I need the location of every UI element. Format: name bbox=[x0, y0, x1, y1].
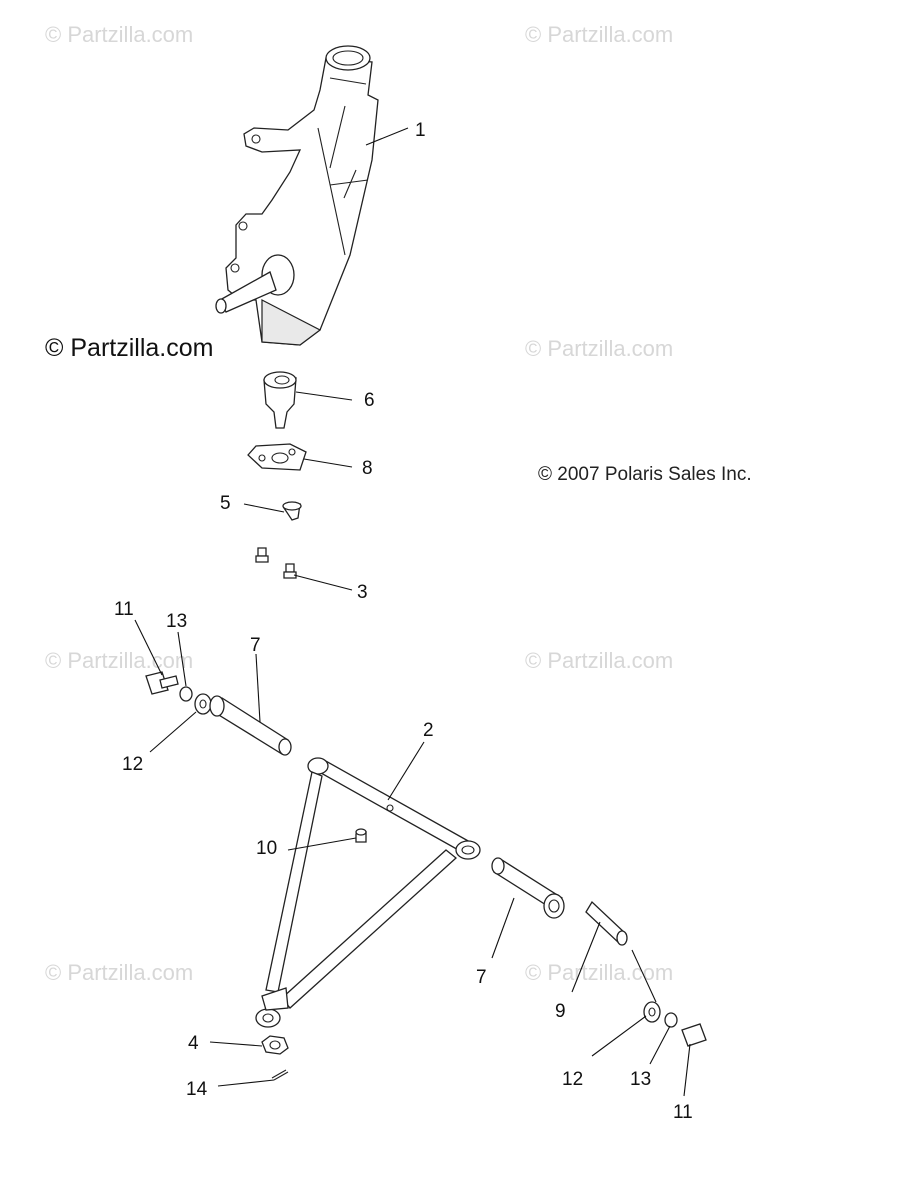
grease-fitting-part bbox=[355, 828, 367, 843]
watermark-main: © Partzilla.com bbox=[45, 334, 213, 362]
callout-11-right: 11 bbox=[673, 1102, 693, 1123]
callout-9: 9 bbox=[555, 1001, 566, 1022]
bolt-left-part bbox=[145, 671, 179, 695]
watermark-top-left: © Partzilla.com bbox=[45, 22, 193, 47]
watermark-left-3: © Partzilla.com bbox=[45, 960, 193, 985]
watermark-top-right: © Partzilla.com bbox=[525, 22, 673, 47]
callout-5: 5 bbox=[220, 493, 231, 514]
callout-7-right: 7 bbox=[476, 967, 487, 988]
pivot-tube-part bbox=[585, 900, 628, 946]
watermark-right-2: © Partzilla.com bbox=[525, 648, 673, 673]
nut-part bbox=[261, 1035, 289, 1055]
bolt-right-part bbox=[681, 1023, 707, 1047]
watermark-right-3: © Partzilla.com bbox=[525, 960, 673, 985]
callout-4: 4 bbox=[188, 1033, 199, 1054]
leader-lines bbox=[134, 127, 691, 1097]
a-arm-part bbox=[255, 757, 481, 1028]
callout-13-right: 13 bbox=[630, 1069, 651, 1090]
callout-12-right: 12 bbox=[562, 1069, 583, 1090]
watermark-left-2: © Partzilla.com bbox=[45, 648, 193, 673]
bushing-part bbox=[282, 501, 302, 521]
cotter-pin-part bbox=[271, 1069, 289, 1081]
callout-6: 6 bbox=[364, 390, 375, 411]
callout-10: 10 bbox=[256, 838, 277, 859]
ball-joint-part bbox=[263, 371, 297, 429]
lockwasher-right-part bbox=[664, 1012, 678, 1028]
callout-1: 1 bbox=[415, 120, 426, 141]
callout-8: 8 bbox=[362, 458, 373, 479]
sleeve-left-part bbox=[209, 695, 292, 756]
callout-12-left: 12 bbox=[122, 754, 143, 775]
copyright-text: © 2007 Polaris Sales Inc. bbox=[538, 464, 752, 485]
callout-2: 2 bbox=[423, 720, 434, 741]
lockwasher-left-part bbox=[179, 686, 193, 702]
callout-11-left: 11 bbox=[114, 599, 134, 620]
spindle-housing-part bbox=[215, 45, 379, 346]
callout-13-left: 13 bbox=[166, 611, 187, 632]
washer-left-part bbox=[194, 693, 212, 715]
callout-14: 14 bbox=[186, 1079, 208, 1100]
watermark-mid-right: © Partzilla.com bbox=[525, 336, 673, 361]
callout-3: 3 bbox=[357, 582, 368, 603]
sleeve-right-part bbox=[491, 857, 565, 919]
washer-right-part bbox=[643, 1001, 661, 1023]
screws-part bbox=[255, 547, 297, 579]
callout-7-left: 7 bbox=[250, 635, 261, 656]
flange-plate-part bbox=[247, 443, 307, 471]
